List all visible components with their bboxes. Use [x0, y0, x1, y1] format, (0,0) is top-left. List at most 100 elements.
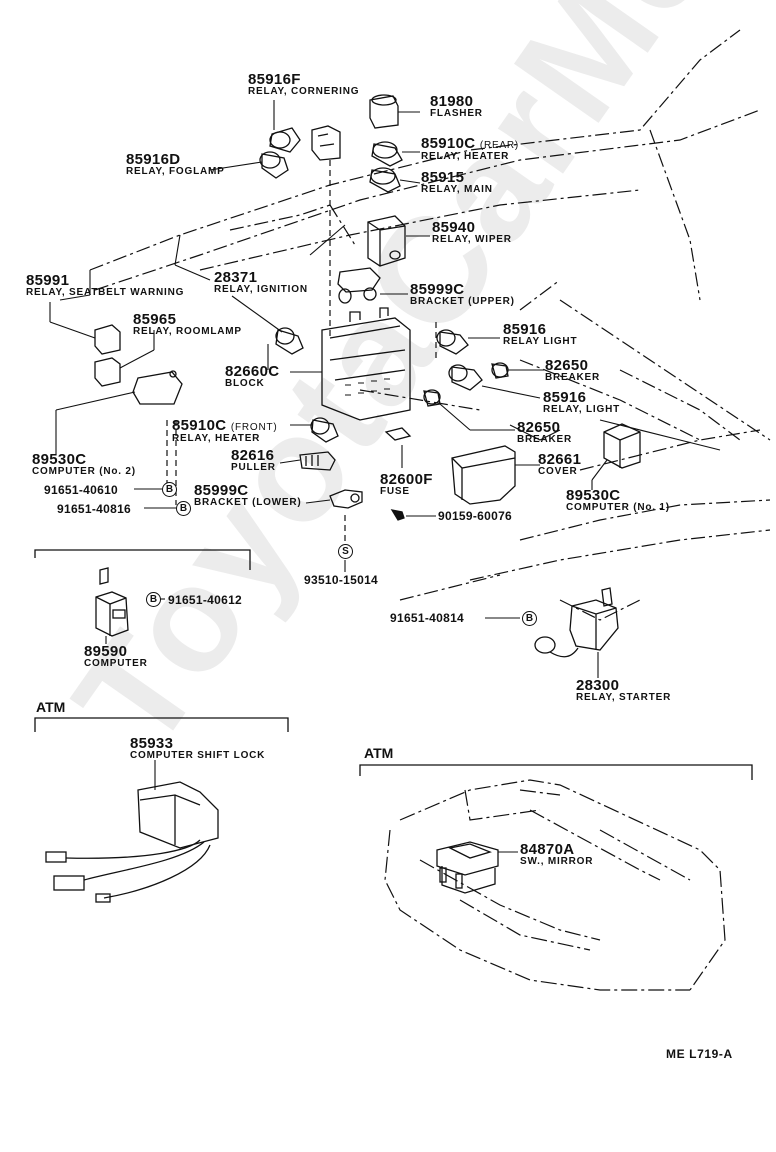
fastener-91651-40814: 91651-40814: [390, 611, 465, 625]
part-name: RELAY, SEATBELT WARNING: [26, 287, 185, 298]
part-82616: 82616 PULLER: [231, 448, 276, 473]
part-name: PULLER: [231, 462, 276, 473]
screw-shape: [390, 509, 405, 521]
part-name: RELAY, STARTER: [576, 692, 672, 703]
part-number: 85933: [130, 735, 174, 752]
part-number: 28300: [576, 677, 620, 694]
part-82660C: 82660C BLOCK: [225, 364, 279, 389]
part-82650-a: 82650 BREAKER: [545, 358, 600, 383]
part-name: FUSE: [380, 486, 410, 497]
part-number: 85999C: [194, 482, 249, 499]
part-number: 89530C: [32, 451, 87, 468]
part-name: COMPUTER SHIFT LOCK: [130, 750, 266, 761]
part-number: 85916F: [248, 71, 301, 88]
part-89530C-no1: 89530C COMPUTER (No. 1): [566, 488, 670, 513]
fuse-slots: [345, 378, 390, 396]
bolt-symbol-b: B: [176, 501, 191, 516]
relay-roomlamp-shape: [94, 357, 121, 387]
shift-lock-computer-shape: [45, 781, 219, 903]
breaker-a-shape: [491, 362, 509, 379]
part-82650-b: 82650 BREAKER: [517, 420, 572, 445]
part-85916-relay-light-2: 85916 RELAY, LIGHT: [543, 390, 620, 415]
part-name: RELAY, HEATER: [421, 151, 510, 162]
part-name: SW., MIRROR: [520, 856, 594, 867]
part-number: 85916D: [126, 151, 181, 168]
relay-seatbelt-shape: [94, 324, 121, 355]
puller-shape: [299, 451, 336, 471]
part-name: RELAY, CORNERING: [248, 86, 360, 97]
cover-shape: [451, 445, 516, 505]
bolt-symbol-b: B: [146, 592, 161, 607]
part-number: 82616: [231, 447, 275, 464]
part-85916-relay-light: 85916 RELAY LIGHT: [503, 322, 577, 347]
fastener-91651-40610: 91651-40610: [44, 483, 119, 497]
part-qualifier: (REAR): [479, 140, 520, 151]
part-number: 82650: [545, 357, 589, 374]
part-qualifier: (FRONT): [230, 422, 278, 433]
dashboard-outline: [89, 29, 771, 621]
part-name: RELAY, ROOMLAMP: [133, 326, 242, 337]
mirror-switch-shape: [436, 841, 499, 894]
part-number: 89590: [84, 643, 128, 660]
part-number: 89530C: [566, 487, 621, 504]
part-name: COMPUTER (No. 1): [566, 502, 670, 513]
relay-heater-rear-shape: [371, 141, 403, 167]
bolt-symbol-b: B: [162, 482, 177, 497]
part-85965: 85965 RELAY, ROOMLAMP: [133, 312, 242, 337]
junction-block-shape: [321, 307, 411, 421]
part-number: 85916: [543, 389, 587, 406]
part-28371: 28371 RELAY, IGNITION: [214, 270, 308, 295]
part-number: 85915: [421, 169, 465, 186]
section-label-atm-right: ATM: [364, 745, 394, 761]
relay-light-a-shape: [436, 329, 469, 355]
part-name: RELAY LIGHT: [503, 336, 578, 347]
diagram-code: ME L719-A: [666, 1047, 733, 1061]
part-85999C-upper: 85999C BRACKET (UPPER): [410, 282, 515, 307]
section-brackets: [34, 549, 753, 780]
part-name: BRACKET (UPPER): [410, 296, 515, 307]
connector-bracket-shape: [311, 125, 341, 161]
relay-ignition-shape: [275, 327, 304, 355]
relay-light-b-shape: [448, 364, 483, 391]
screw-symbol-s: S: [338, 544, 353, 559]
computer-89590-shape: [95, 567, 129, 637]
relay-wiper-shape: [367, 215, 406, 267]
leader-lines: [49, 100, 608, 853]
fastener-93510-15014: 93510-15014: [304, 573, 379, 587]
fastener-90159-60076: 90159-60076: [438, 509, 513, 523]
part-89590: 89590 COMPUTER: [84, 644, 148, 669]
part-84870A: 84870A SW., MIRROR: [520, 842, 593, 867]
computer-no2-shape: [132, 370, 183, 405]
part-number: 85940: [432, 219, 476, 236]
part-name: BRACKET (LOWER): [194, 497, 302, 508]
part-82600F: 82600F FUSE: [380, 472, 433, 497]
part-name: COMPUTER: [84, 658, 148, 669]
part-number: 85991: [26, 272, 70, 289]
bolt-symbol-b: B: [522, 611, 537, 626]
console-shape: [384, 779, 726, 991]
part-85999C-lower: 85999C BRACKET (LOWER): [194, 483, 302, 508]
part-name: BLOCK: [225, 378, 265, 389]
part-89530C-no2: 89530C COMPUTER (No. 2): [32, 452, 136, 477]
fastener-91651-40816: 91651-40816: [57, 502, 132, 516]
computer-no1-shape: [603, 423, 641, 469]
part-name: RELAY, HEATER: [172, 433, 261, 444]
part-number: 81980: [430, 93, 474, 110]
fuse-shape: [384, 427, 412, 441]
part-number: 82660C: [225, 363, 280, 380]
part-number: 82661: [538, 451, 582, 468]
part-85916F: 85916F RELAY, CORNERING: [248, 72, 359, 97]
fastener-91651-40612: 91651-40612: [168, 593, 243, 607]
part-85991: 85991 RELAY, SEATBELT WARNING: [26, 273, 184, 298]
part-number: 82650: [517, 419, 561, 436]
relay-cornering-shape: [269, 127, 301, 153]
part-85916D: 85916D RELAY, FOGLAMP: [126, 152, 225, 177]
part-81980: 81980 FLASHER: [430, 94, 483, 119]
part-number: 85916: [503, 321, 547, 338]
part-85915: 85915 RELAY, MAIN: [421, 170, 493, 195]
relay-main-shape: [369, 167, 401, 193]
bracket-upper-shape: [337, 267, 381, 304]
part-name: BREAKER: [517, 434, 573, 445]
